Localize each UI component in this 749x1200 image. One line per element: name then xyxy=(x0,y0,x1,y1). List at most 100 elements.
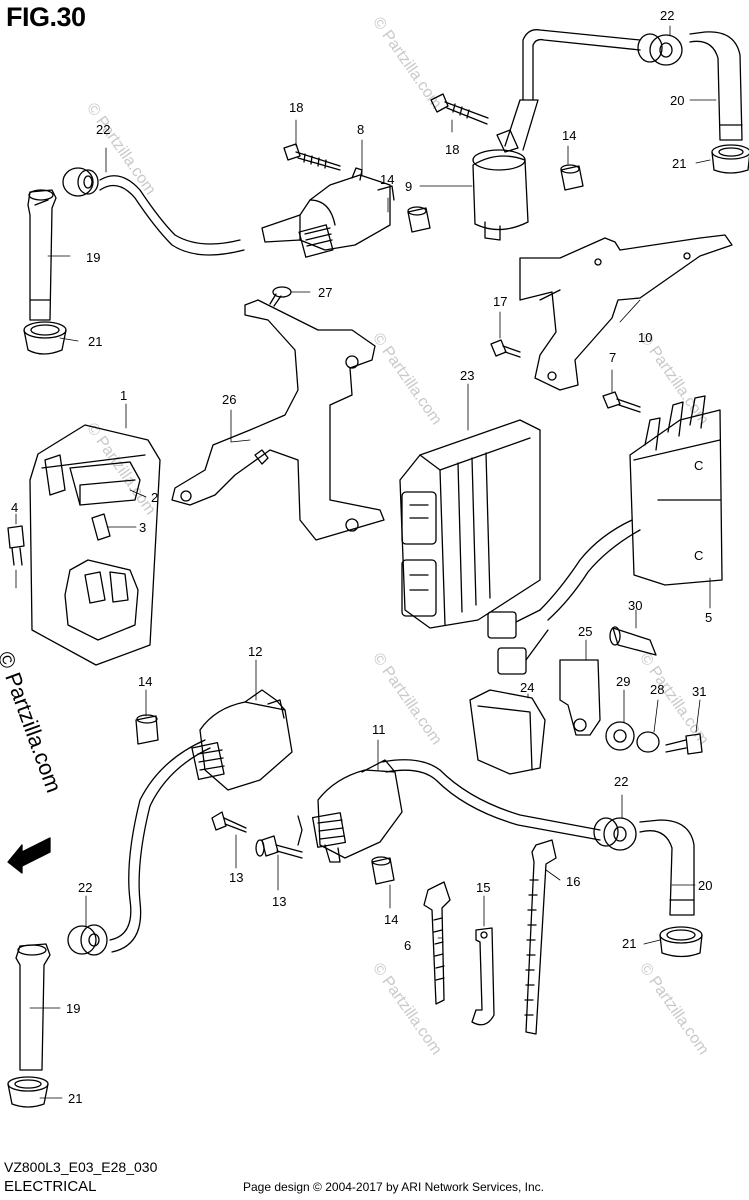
callout-16: 16 xyxy=(566,874,580,889)
callout-10: 10 xyxy=(638,330,652,345)
grommet-29 xyxy=(605,721,635,751)
clamp-16 xyxy=(524,839,557,1035)
callout-28: 28 xyxy=(650,682,664,697)
ignition-coil-8 xyxy=(261,167,395,258)
hv-lead-upper-left xyxy=(99,175,241,245)
callout-5: 5 xyxy=(705,610,712,625)
callout-15: 15 xyxy=(476,880,490,895)
cap-seal-upper-left xyxy=(62,167,99,197)
callout-21: 21 xyxy=(622,936,636,951)
callout-18: 18 xyxy=(289,100,303,115)
screw-27 xyxy=(269,286,292,307)
callout-30: 30 xyxy=(628,598,642,613)
callout-14: 14 xyxy=(380,172,394,187)
cap-seal-lower-right xyxy=(593,817,637,851)
callout-23: 23 xyxy=(460,368,474,383)
ignition-coil-11 xyxy=(297,759,403,863)
callout-26: 26 xyxy=(222,392,236,407)
hv-lead-right-edge xyxy=(385,769,601,841)
callout-1: 1 xyxy=(120,388,127,403)
spacer-30 xyxy=(609,626,657,656)
regulator-harness-edge xyxy=(547,529,641,621)
bracket-10 xyxy=(519,234,733,391)
hv-lead-upper-left-edge xyxy=(99,184,245,256)
spacer-14-upper xyxy=(407,206,431,233)
regulator-mark-upper: C xyxy=(694,458,703,473)
ecm-23 xyxy=(399,419,541,629)
callout-27: 27 xyxy=(318,285,332,300)
callout-22: 22 xyxy=(96,122,110,137)
section-title: ELECTRICAL xyxy=(4,1178,97,1195)
callout-21: 21 xyxy=(672,156,686,171)
callout-22: 22 xyxy=(614,774,628,789)
callout-14: 14 xyxy=(138,674,152,689)
callout-24: 24 xyxy=(520,680,534,695)
fwd-arrow xyxy=(7,837,51,874)
hv-lead-right xyxy=(381,759,601,831)
callout-19: 19 xyxy=(86,250,100,265)
callout-20: 20 xyxy=(670,93,684,108)
relay-24 xyxy=(469,689,546,775)
callout-13: 13 xyxy=(229,870,243,885)
boot-lower-right xyxy=(659,926,703,958)
callout-2: 2 xyxy=(151,490,158,505)
boot-upper-left xyxy=(23,321,67,355)
callout-22: 22 xyxy=(660,8,674,23)
page-credit: Page design © 2004-2017 by ARI Network S… xyxy=(243,1180,545,1194)
washer-28 xyxy=(636,731,660,753)
plug-cap-lower-right xyxy=(639,819,695,916)
regulator-harness xyxy=(539,519,633,611)
bolt-18-right xyxy=(430,93,489,125)
callout-9: 9 xyxy=(405,179,412,194)
callout-12: 12 xyxy=(248,644,262,659)
spacer-14-bottom xyxy=(371,856,395,885)
callout-20: 20 xyxy=(698,878,712,893)
callout-31: 31 xyxy=(692,684,706,699)
ignition-coil-12 xyxy=(191,689,293,791)
figure-title: FIG.30 xyxy=(6,2,86,32)
callout-7: 7 xyxy=(609,350,616,365)
hv-lead-left xyxy=(109,739,206,941)
harness-connectors xyxy=(487,609,549,675)
callout-17: 17 xyxy=(493,294,507,309)
relay-bracket-1 xyxy=(29,424,161,666)
callout-21: 21 xyxy=(68,1091,82,1106)
starter-relay xyxy=(64,559,139,641)
callout-11: 11 xyxy=(372,722,386,737)
cap-seal-upper-right xyxy=(637,33,683,66)
screw-4 xyxy=(7,525,25,566)
regulator-5: C C xyxy=(629,395,723,586)
boot-lower-left xyxy=(7,1076,49,1108)
spacer-14-left xyxy=(135,714,159,745)
fwd-label: FWD xyxy=(20,839,53,866)
cap-seal-lower-left xyxy=(67,924,108,956)
clamp-6 xyxy=(423,881,451,1005)
plug-cap-lower-left xyxy=(15,943,51,1071)
callout-6: 6 xyxy=(404,938,411,953)
boot-upper-right xyxy=(711,144,749,174)
bolt-13-b xyxy=(255,835,303,859)
fuse-3 xyxy=(91,513,111,541)
callout-21: 21 xyxy=(88,334,102,349)
callout-18: 18 xyxy=(445,142,459,157)
callout-22: 22 xyxy=(78,880,92,895)
bolt-17 xyxy=(490,339,521,358)
bolt-13-a xyxy=(211,811,247,833)
hv-lead-left-edge xyxy=(111,747,211,953)
callout-13: 13 xyxy=(272,894,286,909)
bracket-25 xyxy=(559,659,601,736)
clamp-15 xyxy=(471,927,495,1026)
callout-25: 25 xyxy=(578,624,592,639)
callout-19: 19 xyxy=(66,1001,80,1016)
ignition-coil-9 xyxy=(472,29,641,241)
plug-cap-upper-left xyxy=(27,189,57,321)
bolt-18-left xyxy=(283,143,341,171)
bolt-7 xyxy=(602,391,641,413)
callout-14: 14 xyxy=(384,912,398,927)
callout-14: 14 xyxy=(562,128,576,143)
bracket-26 xyxy=(171,299,385,541)
bolt-31 xyxy=(665,733,703,755)
spacer-14-right-top xyxy=(560,164,584,191)
leader-lines xyxy=(15,25,717,1099)
